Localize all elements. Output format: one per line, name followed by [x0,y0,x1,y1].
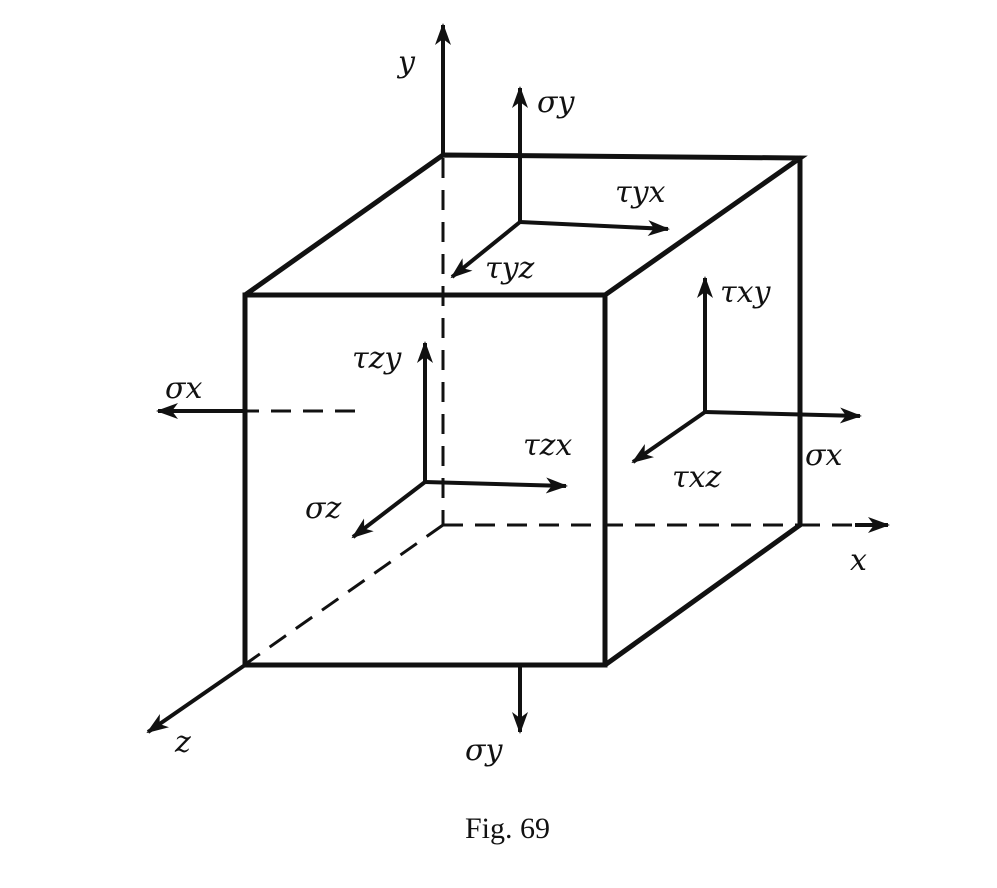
tau-yz-arrow [450,220,522,279]
sigma-x-right-arrow [704,407,862,424]
tau-xy-label: τxy [720,275,772,310]
tau-yx-arrow [519,220,670,237]
hidden-edges [245,158,800,665]
sigma-y-bottom-label: σy [465,733,503,768]
sigma-x-right-label: σx [805,438,842,473]
stress-arrows [156,86,862,734]
sigma-y-top-label: σy [537,85,575,120]
sigma-z-arrow [351,480,427,539]
y-axis-label: y [396,45,416,80]
z-axis [146,663,247,734]
axes [146,23,890,734]
tau-zx-arrow [424,477,568,494]
figure-caption: Fig. 69 [465,812,550,845]
tau-zx-label: τzx [523,428,572,463]
tau-zy-label: τzy [352,341,402,376]
x-axis-label: x [850,543,867,578]
tau-xz-label: τxz [672,460,722,495]
sigma-z-label: σz [305,491,341,526]
tau-yz-label: τyz [485,251,535,286]
z-axis-label: z [174,725,191,760]
tau-yx-label: τyx [615,175,666,210]
sigma-x-left-label: σx [165,371,202,406]
cube-edges [242,152,808,668]
tau-xz-arrow [631,410,707,464]
